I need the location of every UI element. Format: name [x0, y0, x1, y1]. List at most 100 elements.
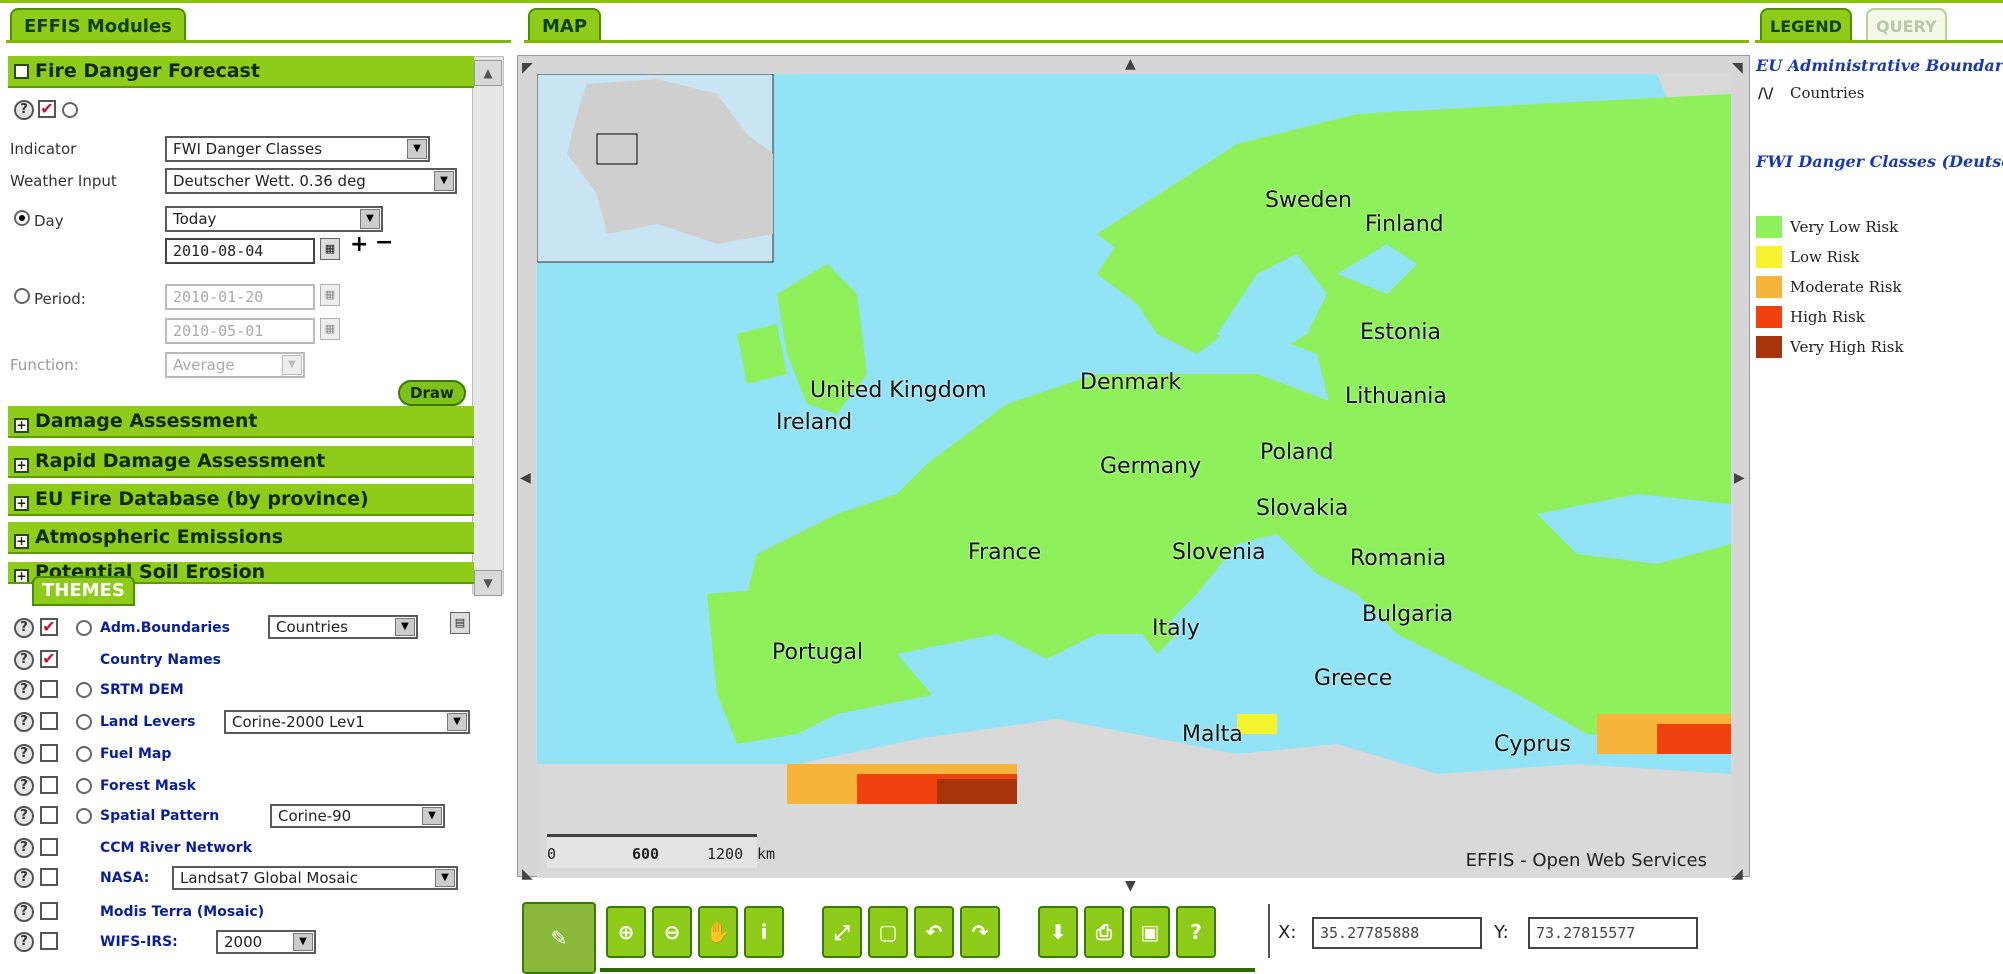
zoom-layer-tool[interactable]: ▢ [868, 906, 908, 958]
help-icon[interactable]: ? [14, 932, 34, 952]
module-atmospheric-emissions[interactable]: +Atmospheric Emissions [8, 522, 474, 554]
ruler-tool[interactable]: ✎ [522, 902, 596, 974]
module-damage-assessment[interactable]: +Damage Assessment [8, 406, 474, 438]
download-tool[interactable]: ⬇ [1038, 906, 1078, 958]
pan-hand-tool[interactable]: ✋ [698, 906, 738, 958]
forward-tool[interactable]: ↷ [960, 906, 1000, 958]
checkbox[interactable]: ✔ [40, 650, 58, 668]
fire-danger-radio[interactable] [62, 102, 78, 118]
radio[interactable] [76, 682, 92, 698]
export-tool[interactable]: ▣ [1130, 906, 1170, 958]
module-rapid-damage-assessment[interactable]: +Rapid Damage Assessment [8, 446, 474, 478]
tab-query[interactable]: QUERY [1866, 8, 1947, 42]
checkbox[interactable] [40, 902, 58, 920]
zoom-out-tool[interactable]: ⊖ [652, 906, 692, 958]
coord-x-input[interactable]: 35.27785888 [1312, 917, 1482, 949]
pan-east-icon[interactable]: ▶ [1734, 470, 1745, 486]
scale-end: 1200 [707, 845, 744, 863]
fire-danger-header[interactable]: Fire Danger Forecast [8, 56, 474, 88]
label-slovenia: Slovenia [1172, 540, 1266, 565]
legend-label: Very Low Risk [1790, 218, 1899, 236]
theme-select[interactable]: Countries▼ [268, 615, 418, 639]
radio[interactable] [76, 778, 92, 794]
draw-button[interactable]: Draw [398, 380, 466, 406]
pan-west-icon[interactable]: ◀ [520, 470, 531, 486]
info-tool[interactable]: i [744, 906, 784, 958]
pan-south-icon[interactable]: ▼ [1125, 878, 1136, 894]
calendar-icon[interactable]: ▦ [320, 318, 340, 340]
help-icon[interactable]: ? [14, 776, 34, 796]
tab-legend[interactable]: LEGEND [1760, 8, 1852, 42]
checkbox[interactable] [40, 868, 58, 886]
pan-northeast-icon[interactable]: ◥ [1732, 60, 1743, 76]
minus-icon[interactable]: − [375, 230, 394, 255]
print-tool[interactable]: ⎙ [1084, 906, 1124, 958]
indicator-value: FWI Danger Classes [173, 140, 323, 158]
help-icon[interactable]: ? [14, 618, 34, 638]
help-icon[interactable]: ? [14, 680, 34, 700]
checkbox[interactable] [40, 744, 58, 762]
radio[interactable] [76, 808, 92, 824]
fire-danger-checkbox[interactable]: ✔ [38, 100, 56, 118]
checkbox[interactable] [40, 806, 58, 824]
checkbox[interactable] [40, 712, 58, 730]
checkbox[interactable] [40, 932, 58, 950]
scroll-up-button[interactable]: ▲ [474, 60, 502, 86]
pan-southwest-icon[interactable]: ◣ [522, 866, 533, 882]
plus-icon[interactable]: + [350, 232, 369, 257]
pan-northwest-icon[interactable]: ◤ [522, 60, 533, 76]
checkbox[interactable] [40, 838, 58, 856]
theme-select[interactable]: Corine-90▼ [270, 804, 445, 828]
tab-map[interactable]: MAP [528, 8, 602, 42]
map-canvas[interactable]: 0 600 1200 km EFFIS - Open Web Services [537, 74, 1731, 878]
pan-north-icon[interactable]: ▲ [1125, 56, 1136, 72]
radio[interactable] [76, 746, 92, 762]
help-icon[interactable]: ? [14, 650, 34, 670]
scroll-down-button[interactable]: ▼ [474, 570, 502, 596]
help-icon[interactable]: ? [14, 712, 34, 732]
chevron-down-icon: ▼ [282, 355, 302, 375]
modules-scrollbar[interactable] [472, 56, 504, 594]
help-icon[interactable]: ? [14, 902, 34, 922]
checkbox[interactable] [40, 776, 58, 794]
help-icon[interactable]: ? [14, 806, 34, 826]
zoom-in-tool[interactable]: ⊕ [606, 906, 646, 958]
tab-effis-modules[interactable]: EFFIS Modules [10, 8, 186, 42]
back-tool[interactable]: ↶ [914, 906, 954, 958]
calendar-icon[interactable]: ▦ [320, 238, 340, 260]
theme-select[interactable]: Corine-2000 Lev1▼ [224, 710, 470, 734]
radio[interactable] [76, 620, 92, 636]
label-finland: Finland [1365, 212, 1444, 237]
day-select[interactable]: Today▼ [165, 206, 383, 232]
theme-label: SRTM DEM [100, 682, 184, 698]
checkbox[interactable]: ✔ [40, 618, 58, 636]
indicator-select[interactable]: FWI Danger Classes▼ [165, 136, 430, 162]
theme-select[interactable]: Landsat7 Global Mosaic▼ [172, 866, 458, 890]
theme-select[interactable]: 2000▼ [216, 930, 316, 954]
weather-input-select[interactable]: Deutscher Wett. 0.36 deg▼ [165, 168, 457, 194]
help-icon[interactable]: ? [14, 744, 34, 764]
checkbox[interactable] [40, 680, 58, 698]
period-radio[interactable] [14, 288, 30, 304]
help-icon[interactable]: ? [14, 100, 34, 120]
module-eu-fire-database[interactable]: +EU Fire Database (by province) [8, 484, 474, 516]
expand-icon: + [14, 534, 29, 549]
coord-y-input[interactable]: 73.27815577 [1528, 917, 1698, 949]
scale-unit: km [757, 845, 776, 863]
legend-countries-icon: /\/ [1758, 86, 1774, 102]
function-select[interactable]: Average▼ [165, 352, 305, 378]
day-date-input[interactable]: 2010-08-04 [165, 238, 315, 264]
pan-southeast-icon[interactable]: ◢ [1732, 866, 1743, 882]
calendar-icon[interactable]: ▦ [320, 284, 340, 306]
radio[interactable] [76, 714, 92, 730]
period-from-input[interactable]: 2010-01-20 [165, 284, 315, 310]
module-label: Rapid Damage Assessment [35, 450, 326, 472]
period-to-input[interactable]: 2010-05-01 [165, 318, 315, 344]
day-radio[interactable] [14, 210, 30, 226]
help-tool[interactable]: ? [1176, 906, 1216, 958]
themes-tab[interactable]: THEMES [32, 576, 135, 606]
info-icon[interactable]: ▤ [450, 612, 470, 634]
help-icon[interactable]: ? [14, 868, 34, 888]
help-icon[interactable]: ? [14, 838, 34, 858]
zoom-extent-tool[interactable]: ⤢ [822, 906, 862, 958]
